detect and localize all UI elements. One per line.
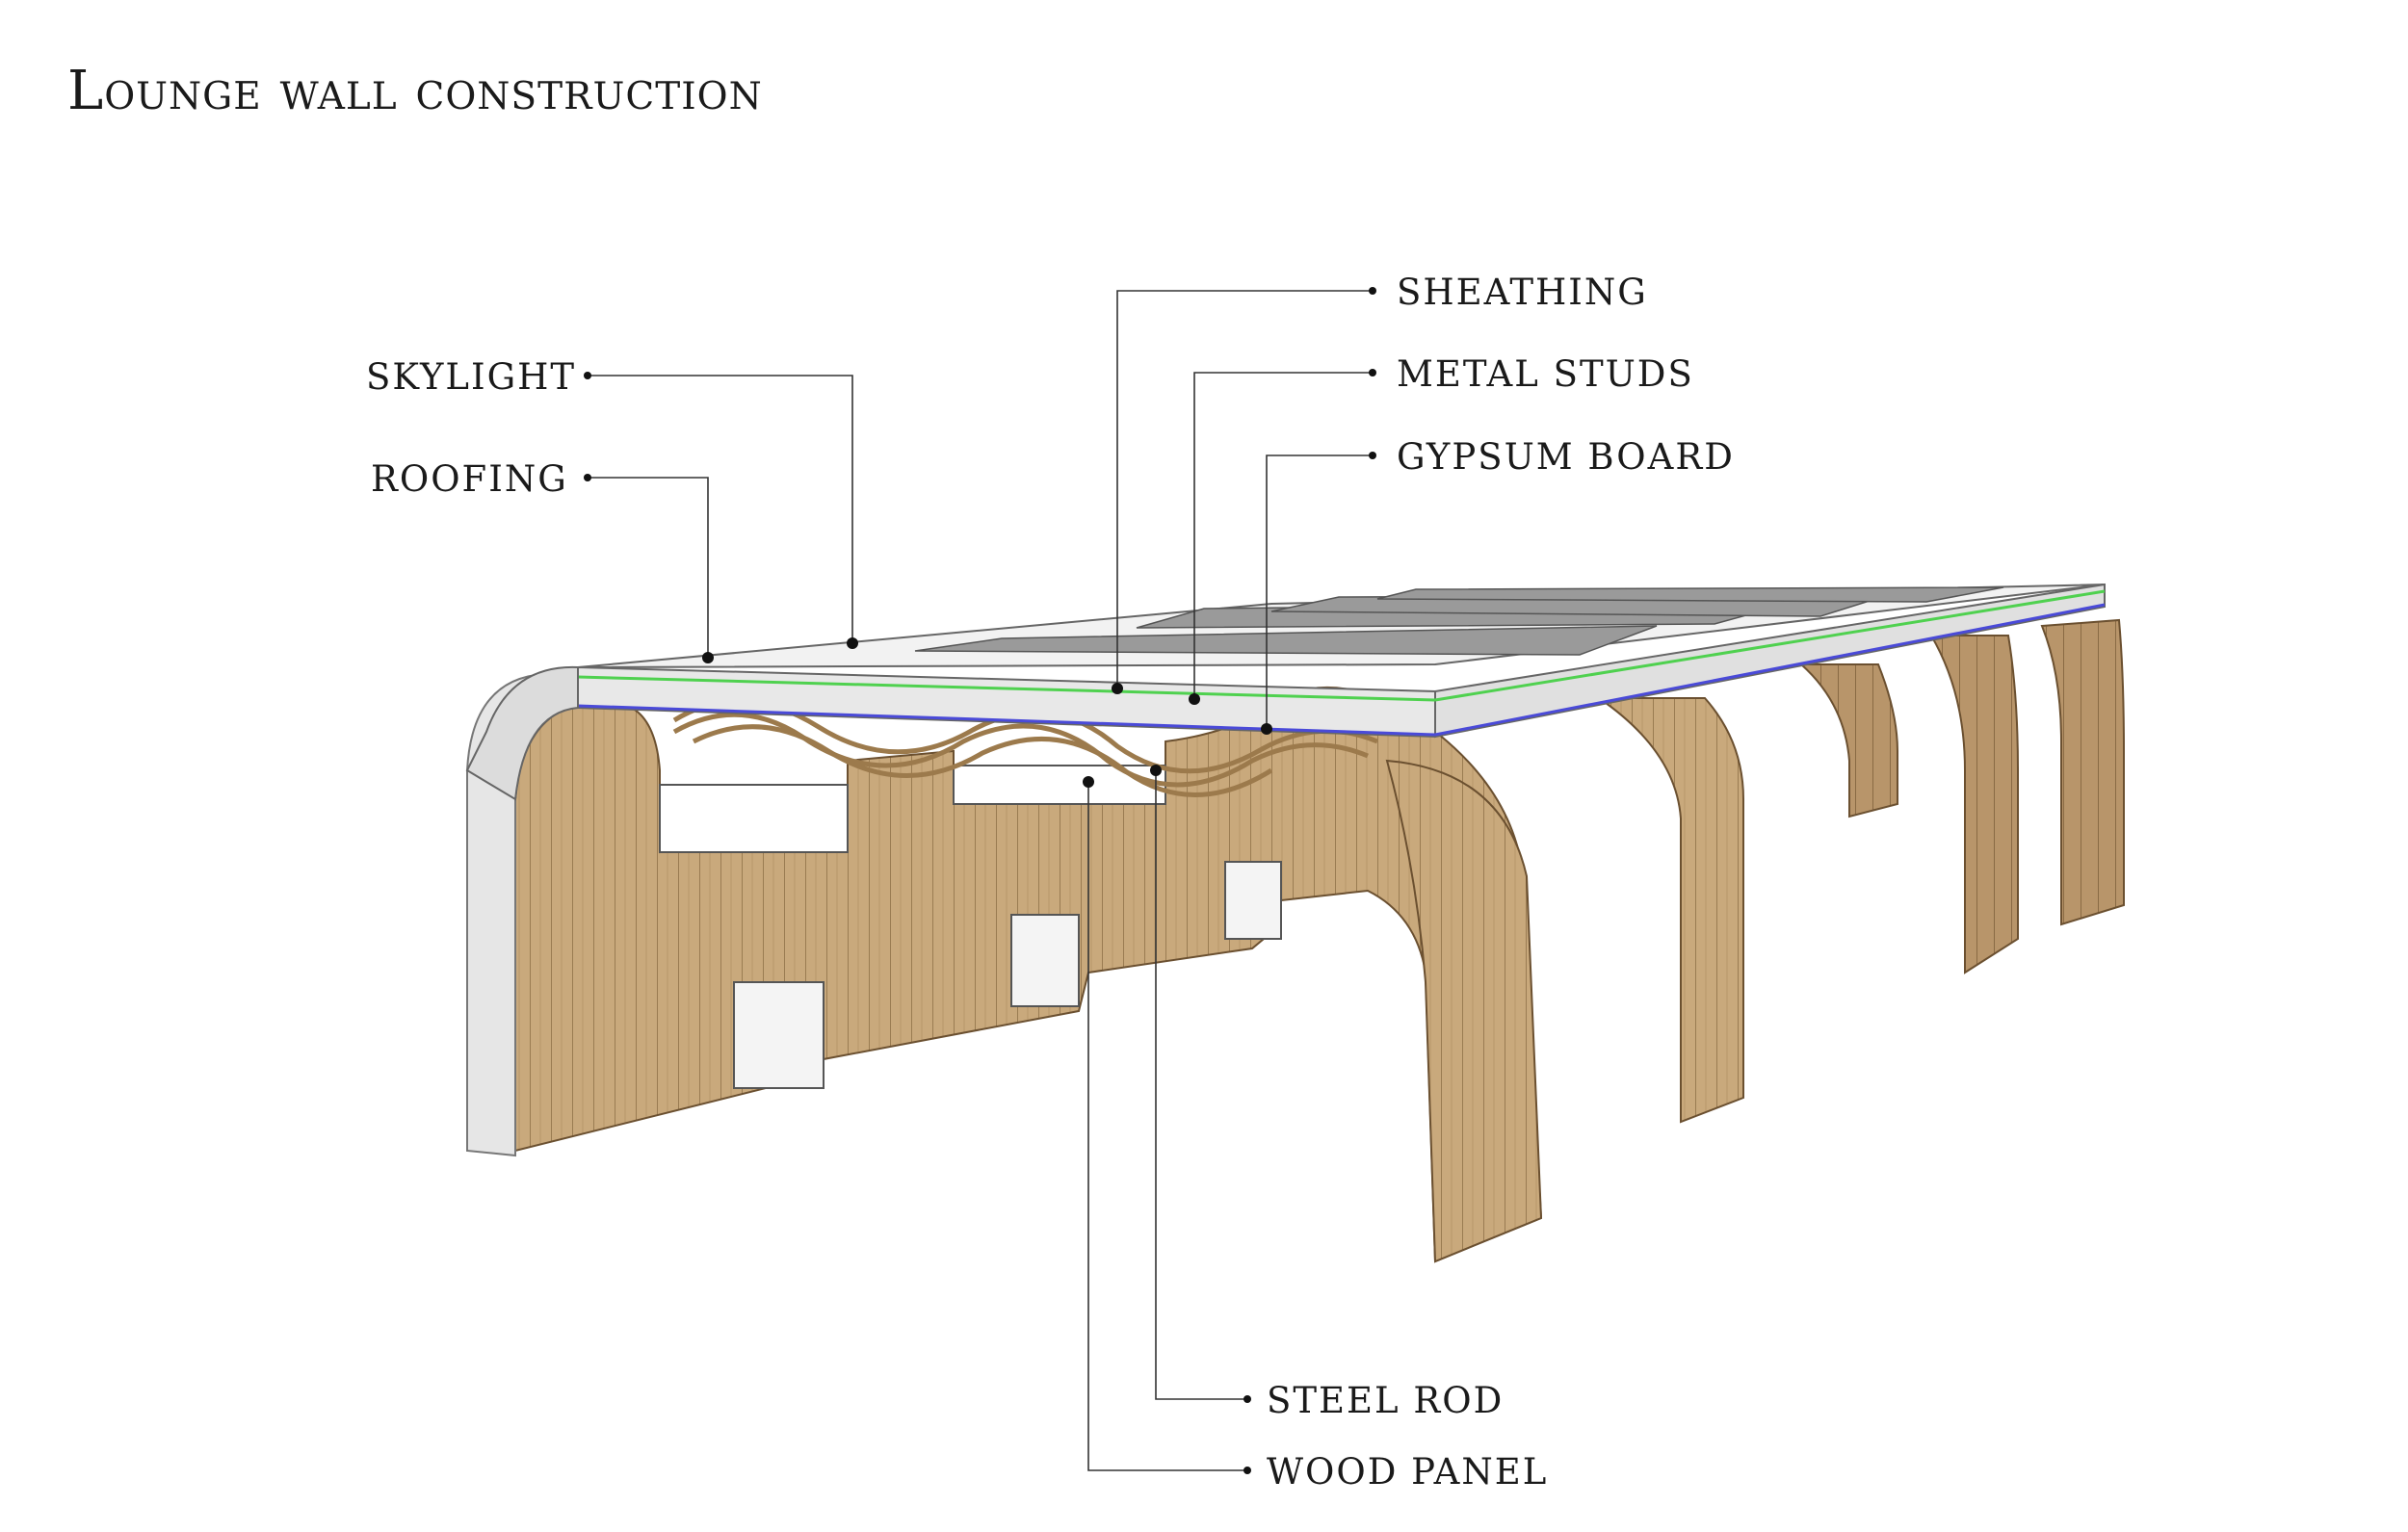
front-wall <box>466 672 1543 1263</box>
gypsum-layer <box>577 704 1436 737</box>
window-opening-1 <box>659 784 849 853</box>
sheathing-layer <box>577 675 1436 702</box>
far-arches <box>1595 618 2125 1124</box>
leader-dots <box>584 287 1376 1474</box>
label-gypsum-board: GYPSUM BOARD <box>1397 436 1735 478</box>
leader-sheathing <box>1116 290 1373 688</box>
label-metal-studs: METAL STUDS <box>1397 353 1694 395</box>
far-arch-4 <box>1929 635 2019 974</box>
label-roofing: ROOFING <box>371 458 568 500</box>
roof-side-edge <box>1434 583 2106 739</box>
leader-lines <box>588 290 1373 1471</box>
leader-roofing <box>588 477 709 658</box>
leader-wood-panel <box>1087 782 1247 1471</box>
leader-skylight <box>588 375 853 643</box>
leader-gypsum-board <box>1266 454 1373 729</box>
skylight-panel-4 <box>1376 586 2004 603</box>
far-arch-5 <box>2040 618 2125 926</box>
far-arch-2 <box>1595 697 1744 1124</box>
label-wood-panel: WOOD PANEL <box>1267 1451 1549 1493</box>
skylight-panel-1 <box>914 625 1658 656</box>
leader-steel-rod <box>1155 770 1247 1400</box>
window-opening-2 <box>953 765 1166 805</box>
door-opening-1 <box>733 981 824 1089</box>
door-opening-2 <box>1010 914 1080 1007</box>
leader-metal-studs <box>1193 372 1373 699</box>
roof-curved-end <box>465 665 579 801</box>
diagram-title: Lounge wall construction <box>67 60 763 122</box>
roof-assembly <box>465 583 2106 801</box>
label-steel-rod: STEEL ROD <box>1267 1380 1505 1421</box>
label-skylight: SKYLIGHT <box>366 356 577 398</box>
door-opening-3 <box>1224 861 1282 940</box>
label-sheathing: SHEATHING <box>1397 272 1648 313</box>
far-arch-3 <box>1798 663 1898 818</box>
front-arch-leg <box>1385 759 1543 1263</box>
